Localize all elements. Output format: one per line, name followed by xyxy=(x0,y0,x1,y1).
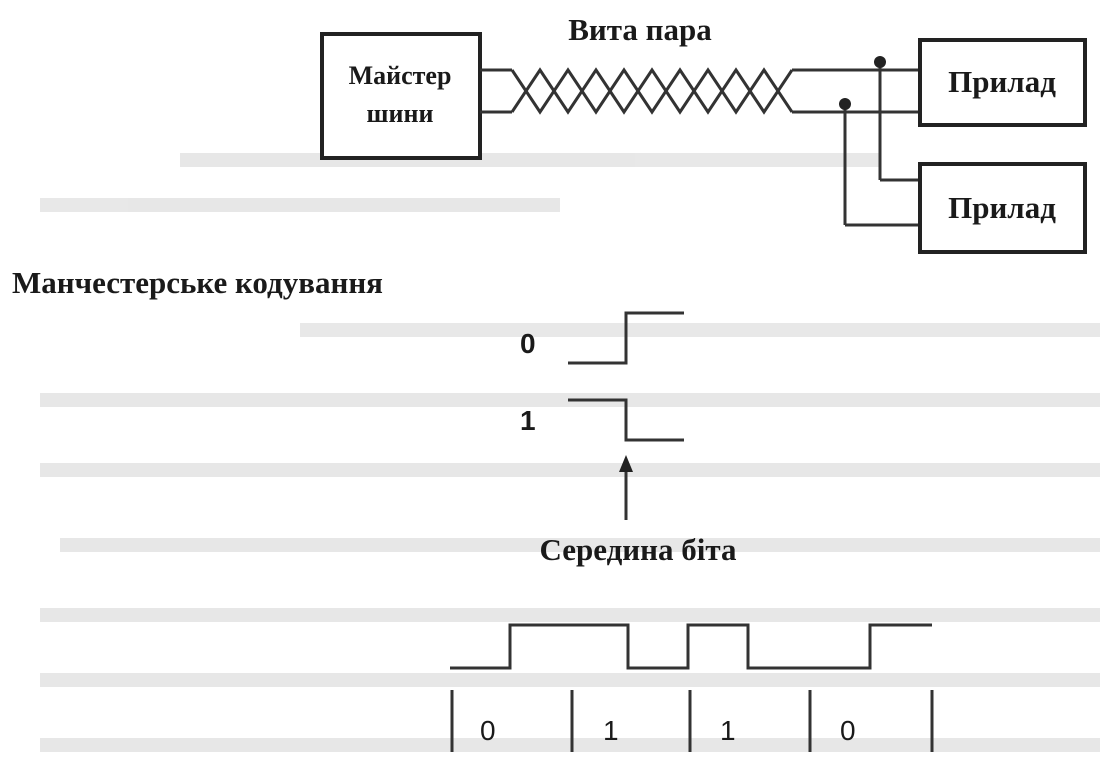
bit-boundary-markers xyxy=(450,690,934,752)
mid-bit-arrow xyxy=(619,455,633,520)
bit0-waveform xyxy=(568,311,684,365)
mid-bit-label: Середина біта xyxy=(540,532,737,567)
background-bleed-through xyxy=(40,153,1100,752)
manchester-title: Манчестерське кодування xyxy=(12,265,383,300)
device-2-box xyxy=(918,162,1087,254)
bit1-waveform xyxy=(568,398,684,442)
example-bit-label: 0 xyxy=(480,715,496,746)
example-bit-label: 1 xyxy=(720,715,736,746)
twisted-pair-label: Вита пара xyxy=(568,12,712,47)
bus-master-box xyxy=(320,32,482,160)
bus-branch-lines xyxy=(843,62,920,227)
junction-dot-lower xyxy=(839,98,851,110)
junction-dot-upper xyxy=(874,56,886,68)
device-1-label: Прилад xyxy=(948,64,1056,99)
device-2-label: Прилад xyxy=(948,190,1056,225)
device-1-box xyxy=(918,38,1087,127)
twisted-pair-wires xyxy=(480,67,920,115)
bit1-label: 1 xyxy=(520,405,536,436)
bus-master-label-line1: Майстер xyxy=(349,61,452,90)
example-bit-label: 0 xyxy=(840,715,856,746)
bus-master-label-line2: шини xyxy=(367,99,434,128)
example-bit-label: 1 xyxy=(603,715,619,746)
bit0-label: 0 xyxy=(520,328,536,359)
manchester-example-waveform xyxy=(450,623,932,670)
